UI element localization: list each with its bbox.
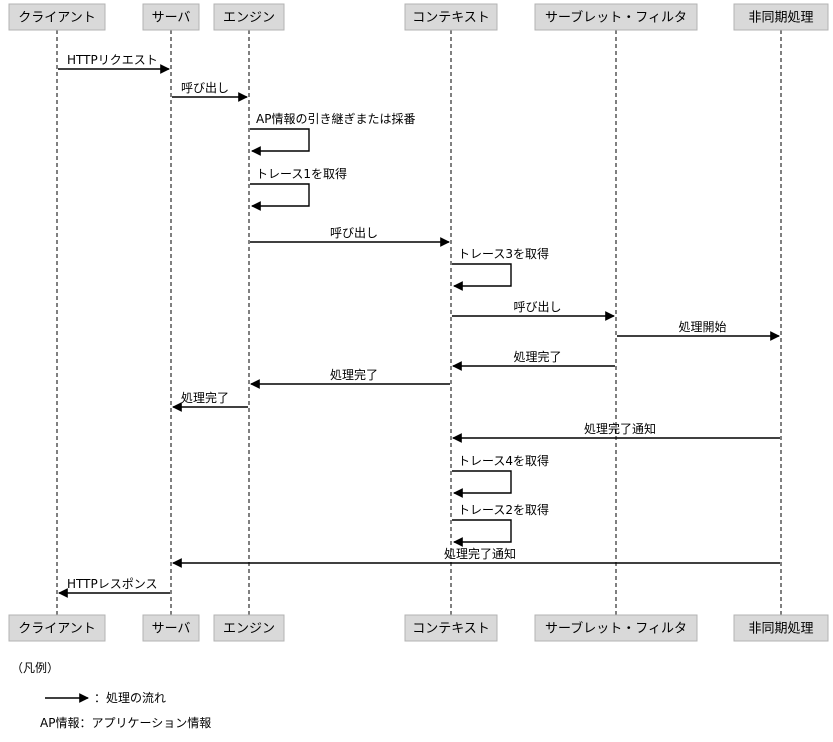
participant-server-bottom: サーバ	[142, 614, 200, 642]
self-message-arrow	[452, 470, 512, 498]
self-message-arrow	[250, 128, 310, 156]
message-8: 処理開始	[617, 320, 780, 341]
participant-box	[534, 3, 698, 31]
participant-client-bottom: クライアント	[8, 614, 106, 642]
message-2: 呼び出し	[172, 81, 248, 102]
message-label: トレース1を取得	[256, 166, 347, 181]
message-9: 処理完了	[452, 349, 615, 371]
participant-context-bottom: コンテキスト	[404, 614, 498, 642]
message-label: トレース4を取得	[458, 453, 549, 468]
self-message-arrow	[452, 263, 512, 291]
message-label: 処理完了通知	[584, 421, 656, 436]
message-label: 呼び出し	[513, 300, 561, 314]
participant-box	[213, 614, 285, 642]
participant-box	[142, 614, 200, 642]
participant-label: コンテキスト	[412, 622, 490, 637]
message-label: 処理完了通知	[444, 546, 516, 561]
message-label: 呼び出し	[330, 226, 378, 240]
participant-box	[534, 614, 698, 642]
participant-box	[404, 614, 498, 642]
participant-label: 非同期処理	[748, 11, 813, 26]
participant-client-top: クライアント	[8, 3, 106, 31]
message-label: 処理完了	[330, 367, 378, 382]
participant-engine-top: エンジン	[213, 3, 285, 31]
participant-label: 非同期処理	[748, 622, 813, 637]
participant-context-top: コンテキスト	[404, 3, 498, 31]
participant-server-top: サーバ	[142, 3, 200, 31]
message-12: 処理完了通知	[452, 421, 780, 443]
participant-label: サーバ	[152, 11, 191, 26]
message-label: HTTPレスポンス	[67, 577, 157, 591]
message-11: 処理完了	[172, 390, 248, 412]
participant-engine-bottom: エンジン	[213, 614, 285, 642]
legend-ap-label: AP情報：アプリケーション情報	[40, 716, 211, 730]
message-16: HTTPレスポンス	[58, 577, 170, 598]
participant-async-bottom: 非同期処理	[733, 614, 829, 642]
participant-servlet-bottom: サーブレット・フィルタ	[534, 614, 698, 642]
message-13: トレース4を取得	[452, 453, 549, 498]
participant-label: クライアント	[18, 622, 95, 637]
legend-title: （凡例）	[11, 661, 59, 675]
participant-label: クライアント	[18, 11, 95, 26]
message-label: 処理完了	[181, 390, 229, 405]
participant-box	[733, 614, 829, 642]
participant-async-top: 非同期処理	[733, 3, 829, 31]
participant-box	[8, 3, 106, 31]
participant-box	[733, 3, 829, 31]
participant-label: サーブレット・フィルタ	[545, 621, 687, 637]
message-label: 処理完了	[513, 349, 561, 364]
message-7: 呼び出し	[452, 300, 615, 321]
participant-label: エンジン	[223, 11, 275, 26]
message-label: 呼び出し	[181, 81, 229, 95]
message-label: トレース3を取得	[458, 246, 549, 261]
participant-servlet-top: サーブレット・フィルタ	[534, 3, 698, 31]
participant-label: コンテキスト	[412, 11, 490, 26]
self-message-arrow	[452, 519, 512, 547]
message-label: 処理開始	[678, 320, 726, 334]
participant-box	[8, 614, 106, 642]
participant-label: サーブレット・フィルタ	[545, 10, 687, 26]
message-10: 処理完了	[250, 367, 450, 389]
message-3: AP情報の引き継ぎまたは採番	[250, 111, 415, 156]
message-label: トレース2を取得	[458, 502, 549, 517]
legend: （凡例） ：処理の流れ AP情報：アプリケーション情報	[11, 661, 211, 730]
message-label: AP情報の引き継ぎまたは採番	[256, 111, 415, 126]
self-message-arrow	[250, 183, 310, 211]
participant-label: サーバ	[152, 622, 191, 637]
message-6: トレース3を取得	[452, 246, 549, 291]
legend-flow-label: ：処理の流れ	[94, 691, 166, 705]
participant-box	[404, 3, 498, 31]
message-1: HTTPリクエスト	[58, 53, 170, 74]
participant-label: エンジン	[223, 622, 275, 637]
message-14: トレース2を取得	[452, 502, 549, 547]
message-15: 処理完了通知	[172, 546, 780, 568]
message-label: HTTPリクエスト	[67, 53, 158, 67]
message-4: トレース1を取得	[250, 166, 347, 211]
message-5: 呼び出し	[250, 226, 450, 247]
participant-box	[213, 3, 285, 31]
participant-box	[142, 3, 200, 31]
